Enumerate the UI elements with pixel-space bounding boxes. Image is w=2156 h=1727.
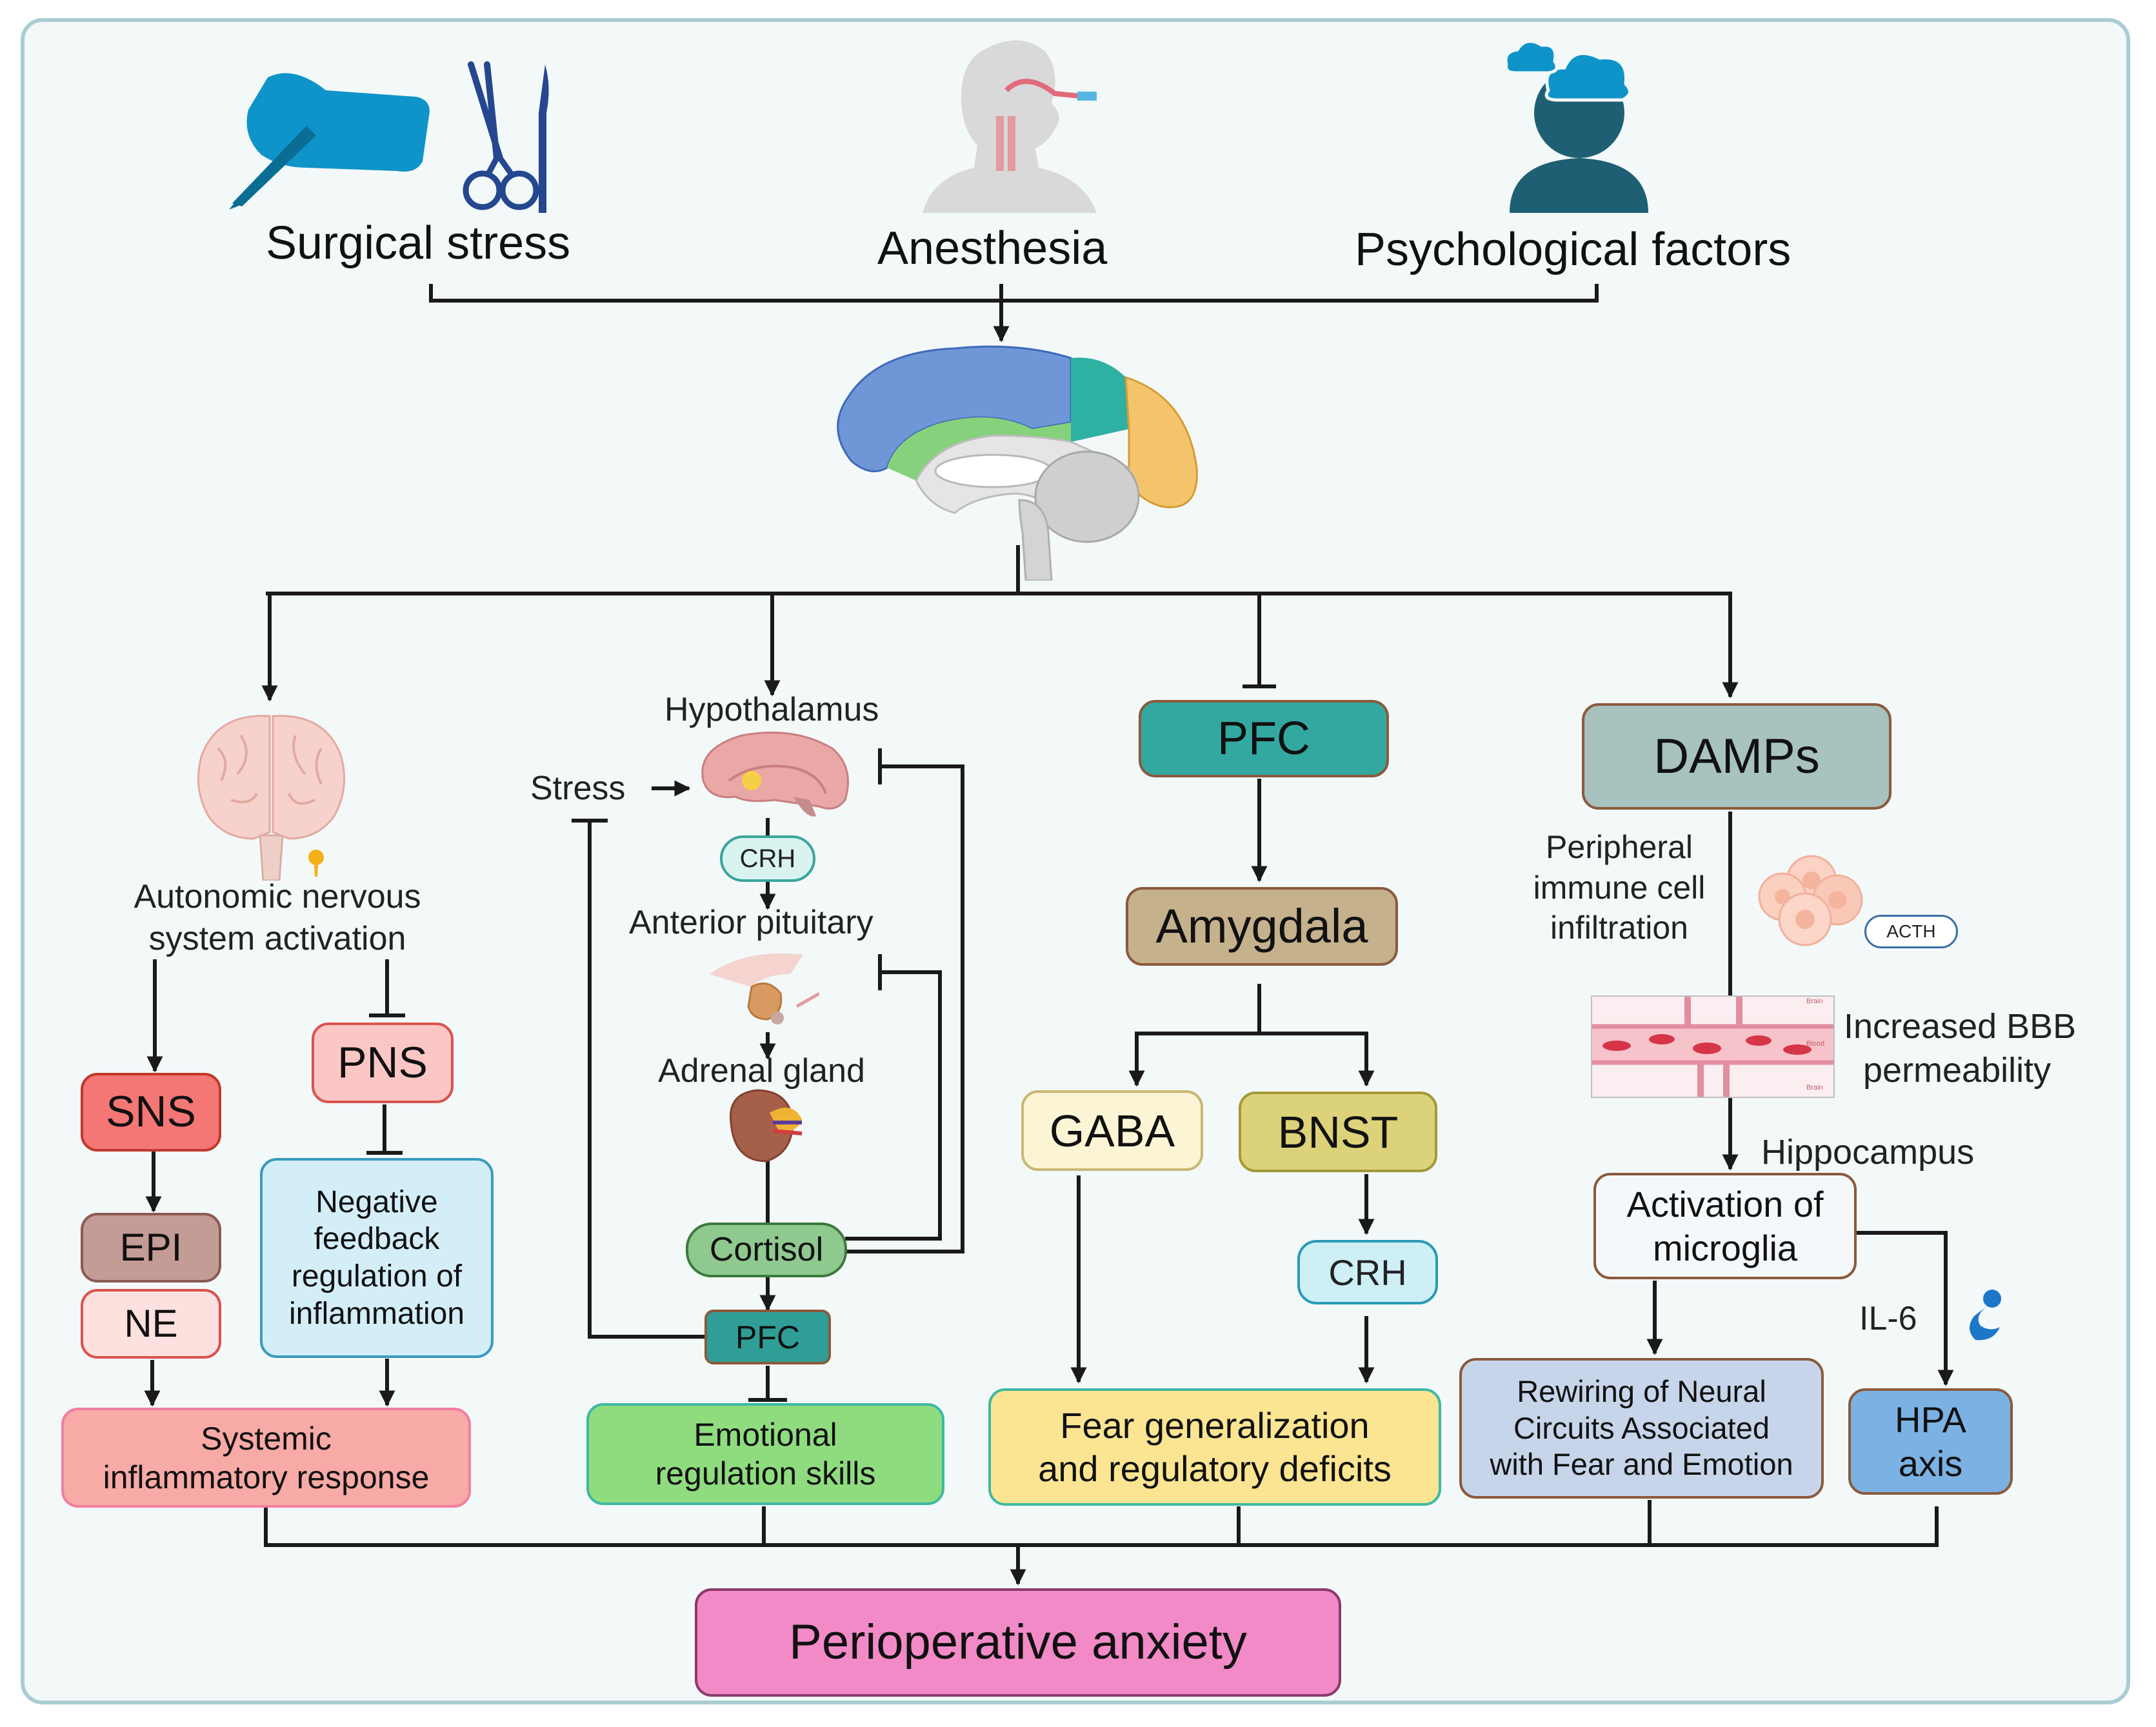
gaba-box: GABA	[1021, 1090, 1203, 1171]
microglia-to-hpa-arrow	[1857, 1231, 1954, 1386]
negative-feedback-line3: regulation of	[291, 1259, 463, 1293]
crh-pill-hpa: CRH	[720, 835, 815, 882]
perioperative-anxiety-box: Perioperative anxiety	[695, 1588, 1341, 1697]
adrenal-gland-icon	[730, 1089, 803, 1163]
emotional-line2: regulation skills	[655, 1455, 876, 1492]
systemic-line2: inflammatory response	[103, 1459, 430, 1495]
peripheral-infiltration-label: Peripheral immune cell infiltration	[1522, 827, 1716, 948]
microglia-activation-box: Activation of microglia	[1593, 1173, 1857, 1279]
systemic-line1: Systemic	[201, 1420, 332, 1457]
fear-generalization-box: Fear generalization and regulatory defic…	[988, 1388, 1441, 1506]
blood-vessel-icon	[1591, 995, 1835, 1098]
bbb-line2: permeability	[1863, 1050, 2051, 1090]
autonomic-label-line1: Autonomic nervous	[134, 878, 421, 915]
microglia-line1: Activation of	[1626, 1184, 1824, 1225]
cortisol-box: Cortisol	[686, 1223, 847, 1277]
rewiring-line3: with Fear and Emotion	[1490, 1447, 1793, 1482]
vessel-label-middle: Blood	[1806, 1040, 1825, 1048]
autonomic-label-line2: system activation	[148, 920, 406, 957]
amygdala-split-arrows	[1128, 1032, 1375, 1087]
fear-line1: Fear generalization	[1060, 1404, 1370, 1446]
adrenal-gland-label: Adrenal gland	[658, 1052, 865, 1090]
hypothalamus-label: Hypothalamus	[664, 691, 879, 728]
rewiring-line1: Rewiring of Neural	[1517, 1374, 1766, 1409]
negative-feedback-line2: feedback	[314, 1222, 440, 1257]
bbb-permeability-label: Increased BBB permeability	[1844, 1005, 2076, 1092]
ne-box: NE	[81, 1289, 221, 1359]
hpa-axis-box: HPA axis	[1848, 1388, 2013, 1495]
damps-box: DAMPs	[1582, 703, 1891, 810]
rewiring-box: Rewiring of Neural Circuits Associated w…	[1459, 1358, 1824, 1499]
sagittal-brain-icon	[837, 345, 1198, 581]
pfc-box: PFC	[1139, 700, 1389, 777]
il6-protein-icon	[1969, 1290, 2001, 1341]
fear-line2: and regulatory deficits	[1038, 1448, 1392, 1489]
intubated-head-icon	[923, 40, 1097, 213]
anterior-pituitary-label: Anterior pituitary	[629, 904, 873, 941]
pns-box: PNS	[312, 1023, 454, 1103]
cortisol-feedback-pituitary	[845, 970, 942, 1241]
microglia-line2: microglia	[1652, 1227, 1798, 1268]
negative-feedback-box: Negative feedback regulation of inflamma…	[260, 1158, 494, 1358]
neuron-marker-icon	[308, 850, 324, 877]
stress-label: Stress	[530, 770, 626, 807]
negative-feedback-line4: inflammation	[288, 1296, 465, 1331]
peripheral-line3: infiltration	[1550, 910, 1688, 946]
epi-box: EPI	[81, 1213, 221, 1283]
il6-label: IL-6	[1859, 1300, 1917, 1337]
hippocampus-label: Hippocampus	[1761, 1133, 1975, 1172]
brain-front-icon	[197, 715, 346, 881]
peripheral-line1: Peripheral	[1546, 829, 1693, 865]
amygdala-box: Amygdala	[1126, 887, 1398, 966]
rewiring-line2: Circuits Associated	[1513, 1410, 1770, 1445]
systemic-inflammatory-box: Systemic inflammatory response	[61, 1408, 471, 1508]
scalpel-hand-icon	[229, 73, 430, 210]
pfc-to-stress-inhibit	[588, 821, 706, 1339]
hpa-axis-line1: HPA	[1895, 1399, 1966, 1441]
peripheral-line2: immune cell	[1533, 869, 1706, 906]
anesthesia-label: Anesthesia	[877, 223, 1108, 274]
crh-box-amygdala: CRH	[1297, 1240, 1438, 1304]
scalpel-icon	[539, 65, 549, 213]
autonomic-label: Autonomic nervous system activation	[103, 876, 452, 960]
emotional-line1: Emotional	[694, 1417, 837, 1453]
bbb-line1: Increased BBB	[1844, 1007, 2077, 1046]
emotional-regulation-box: Emotional regulation skills	[586, 1403, 944, 1505]
sns-box: SNS	[81, 1073, 221, 1152]
hpa-axis-line2: axis	[1898, 1442, 1963, 1484]
acth-badge: ACTH	[1864, 915, 1958, 948]
sources-connector	[429, 284, 1599, 303]
outcome-collector	[264, 1506, 1939, 1547]
bnst-box: BNST	[1239, 1092, 1437, 1172]
person-with-clouds-icon	[1504, 39, 1648, 213]
pituitary-icon	[710, 953, 819, 1024]
scissors-icon	[463, 61, 539, 210]
immune-cells-icon	[1758, 855, 1863, 946]
vessel-label-bottom: Brain	[1806, 1084, 1823, 1092]
surgical-stress-label: Surgical stress	[266, 217, 571, 269]
cortisol-feedback-hypothalamus	[845, 764, 964, 1253]
hypothalamus-brain-icon	[701, 732, 849, 817]
vessel-label-top: Brain	[1806, 997, 1823, 1005]
psychological-factors-label: Psychological factors	[1355, 224, 1792, 275]
negative-feedback-line1: Negative	[315, 1184, 438, 1219]
pfc-box-hpa: PFC	[704, 1310, 831, 1364]
